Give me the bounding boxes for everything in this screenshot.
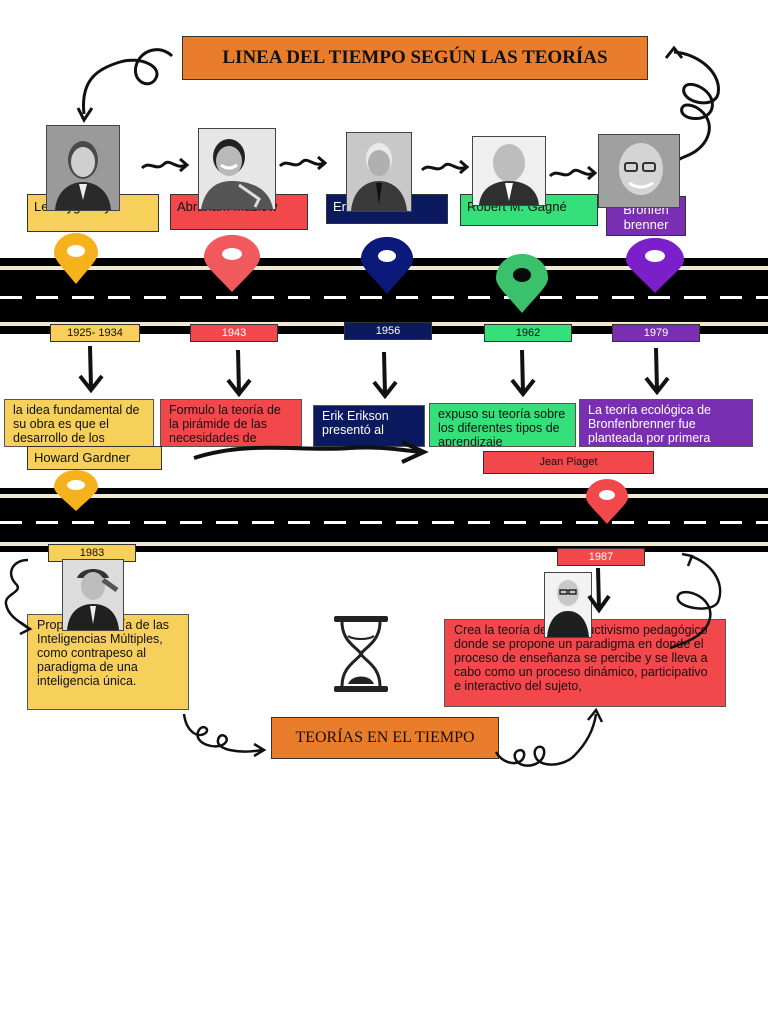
name-box-piaget: Jean Piaget (483, 451, 654, 474)
down-arrow-5-icon (644, 347, 670, 396)
photo-erikson (346, 132, 412, 212)
down-arrow-2-icon (226, 349, 252, 398)
description-erikson: Erik Erikson presentó al (313, 405, 425, 447)
down-arrow-piaget-icon (587, 567, 611, 614)
date-box-vygotsky: 1925- 1934 (50, 324, 140, 342)
map-pin-yellow-overlay-icon (54, 233, 98, 284)
photo-gardner (62, 559, 124, 631)
map-pin-green-overlay-icon (496, 254, 548, 313)
photo-maslow (198, 128, 276, 210)
hourglass-icon (334, 616, 388, 692)
swirl-bottom-left-icon (182, 713, 267, 758)
photo-bronfenbrenner (598, 134, 680, 208)
page-title: LINEA DEL TIEMPO SEGÚN LAS TEORÍAS (182, 36, 648, 80)
swirl-arrow-left-icon (76, 48, 174, 123)
date-box-piaget: 1987 (557, 548, 645, 566)
map-pin-red-overlay-icon (204, 235, 260, 292)
description-vygotsky: la idea fundamental de su obra es que el… (4, 399, 154, 447)
arrow-4-icon (548, 165, 598, 181)
swirl-arrow-right-icon (664, 45, 720, 162)
map-pin-piaget-icon (586, 479, 628, 524)
map-pin-purple-overlay-icon (626, 238, 684, 293)
description-gagne: expuso su teoría sobre los diferentes ti… (429, 403, 576, 447)
long-arrow-icon (193, 440, 429, 464)
arrow-1-icon (140, 157, 190, 173)
date-box-bronfenbrenner: 1979 (612, 324, 700, 342)
arrow-3-icon (420, 159, 470, 175)
timeline-road-bottom (0, 488, 768, 552)
photo-piaget (544, 572, 592, 638)
name-box-gardner: Howard Gardner (27, 446, 162, 470)
date-box-erikson: 1956 (344, 322, 432, 340)
down-arrow-3-icon (372, 351, 398, 400)
footer-title: TEORÍAS EN EL TIEMPO (271, 717, 499, 759)
map-pin-gardner-icon (54, 470, 98, 511)
curly-arrow-left-icon (4, 558, 33, 636)
description-maslow: Formulo la teoría de la pirámide de las … (160, 399, 302, 447)
date-box-gagne: 1962 (484, 324, 572, 342)
down-arrow-1-icon (78, 345, 104, 394)
down-arrow-4-icon (510, 349, 536, 398)
arrow-2-icon (278, 155, 328, 171)
description-piaget: Crea la teoría del constructivismo pedag… (444, 619, 726, 707)
photo-gagne (472, 136, 546, 206)
curly-arrow-right-icon (669, 552, 722, 650)
date-box-maslow: 1943 (190, 324, 278, 342)
map-pin-navy-overlay-icon (361, 237, 413, 294)
photo-vygotsky (46, 125, 120, 211)
description-bronfenbrenner: La teoría ecológica de Bronfenbrenner fu… (579, 399, 753, 447)
swirl-bottom-right-icon (494, 707, 604, 767)
